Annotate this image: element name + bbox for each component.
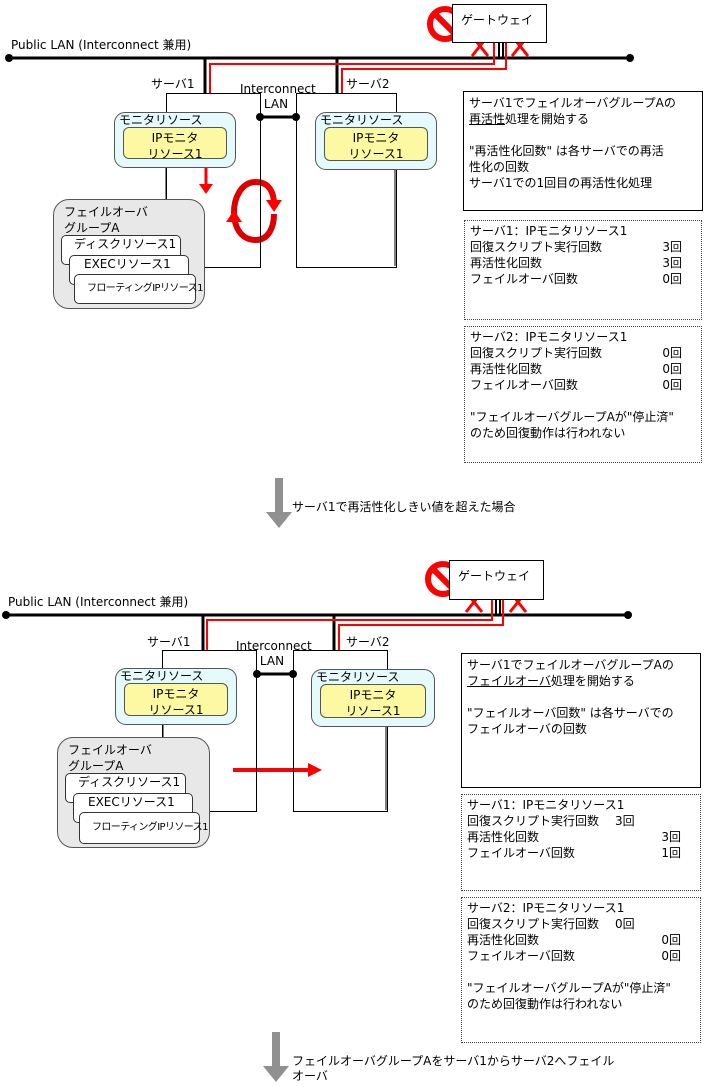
gateway-label: ゲートウェイ (461, 13, 534, 27)
lan-endpoint-right (626, 54, 634, 62)
red-path-server1 (209, 38, 495, 93)
server1-ip-monitor[interactable]: IPモニタ リソース1 (123, 127, 227, 161)
server1-box (166, 93, 261, 268)
server1-monitor-resource: モニタリソース IPモニタ リソース1 (114, 112, 236, 168)
server2-label: サーバ2 (346, 635, 390, 649)
server2-monitor-resource: モニタリソース IPモニタ リソース1 (315, 112, 437, 170)
server2-box (296, 93, 397, 268)
server2-monitor-resource: モニタリソース IPモニタ リソース1 (311, 669, 435, 727)
gateway-box: ゲートウェイ (449, 560, 544, 600)
server1-label: サーバ1 (147, 635, 191, 649)
step-down-arrow-icon (263, 1032, 289, 1087)
red-path-server2 (341, 38, 507, 93)
public-lan-label: Public LAN (Interconnect 兼用) (11, 38, 192, 52)
gateway-box: ゲートウェイ (452, 4, 547, 43)
gateway-label: ゲートウェイ (458, 569, 531, 583)
panel1-note: サーバ1でフェイルオーバグループAの 再活性処理を開始する "再活性化回数" は… (463, 91, 703, 211)
interconnect-label: Interconnect LAN (236, 639, 312, 668)
step-2-text: フェイルオーバグループAをサーバ1からサーバ2へフェイル オーバ (292, 1054, 615, 1083)
reactivate-cycle-icon (226, 179, 282, 243)
red-path-server2 (338, 594, 504, 650)
server1-monitor-resource: モニタリソース IPモニタ リソース1 (115, 668, 237, 725)
red-path-server1 (206, 594, 493, 650)
server2-ip-monitor[interactable]: IPモニタ リソース1 (324, 127, 428, 161)
panel-failover: Public LAN (Interconnect 兼用) ゲートウェイ サーバ1… (0, 550, 705, 1043)
interconnect-label: Interconnect LAN (240, 82, 316, 111)
floating-ip-resource-1[interactable]: フローティングIPリソース1 (79, 812, 208, 844)
public-lan-label: Public LAN (Interconnect 兼用) (8, 595, 189, 609)
server2-ip-monitor[interactable]: IPモニタ リソース1 (320, 684, 426, 718)
server2-box (293, 650, 388, 812)
panel2-note: サーバ1でフェイルオーバグループAの フェイルオーバ処理を開始する "フェイルオ… (461, 653, 701, 788)
lan-endpoint-left (5, 54, 13, 62)
step-down-arrow-icon (266, 478, 292, 533)
step-1-text: サーバ1で再活性化しきい値を超えた場合 (292, 500, 516, 514)
floating-ip-resource-1[interactable]: フローティングIPリソース1 (74, 274, 203, 304)
red-down-arrow-icon (199, 184, 213, 194)
server1-ip-monitor[interactable]: IPモニタ リソース1 (124, 683, 228, 717)
red-right-arrow-icon (308, 763, 322, 777)
server2-label: サーバ2 (346, 77, 390, 91)
panel-reactivation: Public LAN (Interconnect 兼用) ゲートウェイ サーバ1… (0, 0, 705, 470)
server1-label: サーバ1 (151, 77, 195, 91)
